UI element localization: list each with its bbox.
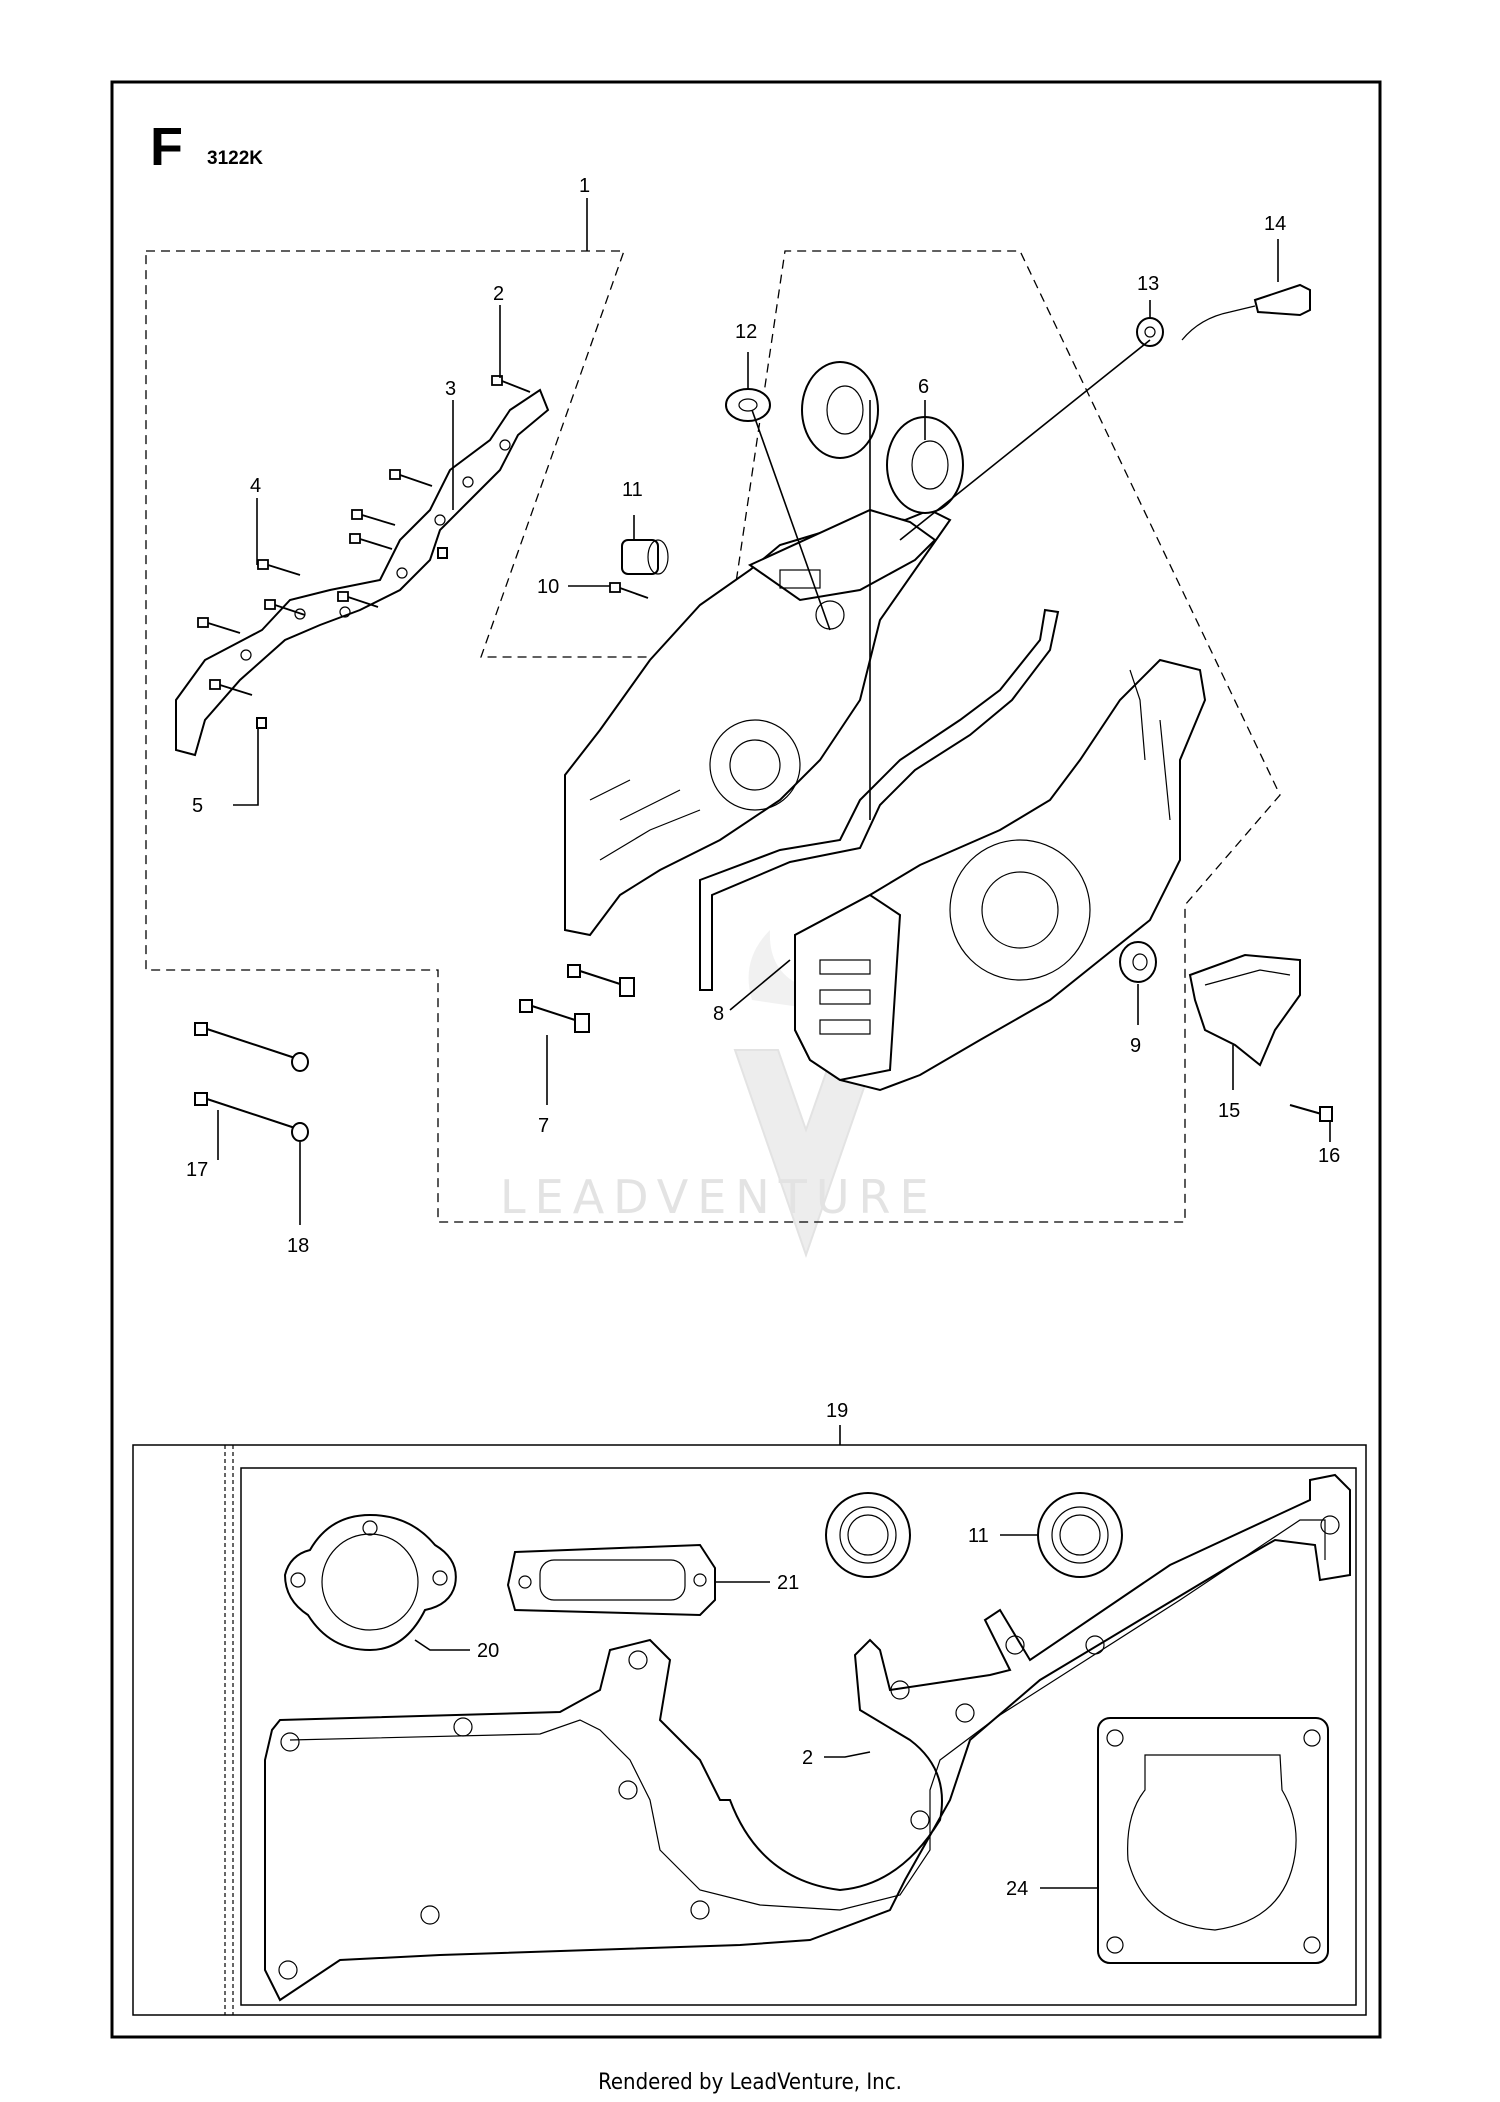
callout-11-kit: 11 (968, 1525, 989, 1547)
gasket-24-drawing (1097, 1717, 1329, 1964)
seal-13-drawing (1136, 317, 1164, 347)
callout-7: 7 (538, 1115, 549, 1137)
footer-credit: Rendered by LeadVenture, Inc. (598, 2070, 902, 2095)
callout-1: 1 (579, 175, 590, 197)
bolts-7-drawing (519, 964, 635, 1033)
callout-16: 16 (1318, 1145, 1340, 1167)
gasket-8-drawing (699, 608, 1060, 991)
callouts: 1 2 3 4 5 6 7 8 9 10 11 12 13 14 15 16 1… (186, 175, 1340, 1900)
callout-3: 3 (445, 378, 456, 400)
screw-10-drawing (609, 582, 649, 599)
group-outline-1 (145, 250, 1281, 1223)
callout-9: 9 (1130, 1035, 1141, 1057)
callout-15: 15 (1218, 1100, 1240, 1122)
crankcase-right-half-drawing (794, 658, 1207, 1092)
leader-2b (824, 1751, 871, 1758)
callout-19: 19 (826, 1400, 848, 1422)
callout-10: 10 (537, 576, 559, 598)
callout-17: 17 (186, 1159, 208, 1181)
nuts-5-drawing (256, 547, 448, 729)
callout-21: 21 (777, 1572, 799, 1594)
gasket-kit-19-drawing (132, 1444, 1367, 2016)
washers-18-drawing (291, 1052, 309, 1142)
leader-20 (414, 1639, 470, 1651)
callout-11: 11 (622, 479, 643, 501)
screw-16-drawing (1289, 1104, 1333, 1122)
callout-2-kit: 2 (802, 1747, 813, 1769)
callout-12: 12 (735, 321, 757, 343)
callout-18: 18 (287, 1235, 309, 1257)
section-letter: F (150, 117, 183, 177)
bolts-17-drawing (194, 1022, 296, 1129)
bearing-11-drawing (621, 539, 669, 575)
screw-2-drawing (491, 375, 531, 393)
callout-8: 8 (713, 1003, 724, 1025)
gasket-2-drawing (264, 1473, 1351, 2002)
gasket-3-drawing (175, 388, 550, 757)
seal-9-drawing (1119, 941, 1157, 983)
callout-14: 14 (1264, 213, 1286, 235)
watermark-text: LEADVENTURE (500, 1170, 938, 1224)
callout-2: 2 (493, 283, 504, 305)
bearings-6-drawing (801, 361, 964, 514)
outer-frame (110, 80, 1382, 2039)
callout-4: 4 (250, 475, 261, 497)
callout-5: 5 (192, 795, 203, 817)
leader-lines (217, 198, 1331, 1225)
plug-14-drawing (1181, 283, 1311, 341)
seals-11-drawing (825, 1492, 1123, 1578)
seal-12-drawing (725, 388, 771, 422)
callout-6: 6 (918, 376, 929, 398)
screws-4-drawing (197, 469, 433, 696)
bracket-15-drawing (1188, 953, 1301, 1067)
callout-13: 13 (1137, 273, 1159, 295)
callout-24: 24 (1006, 1878, 1028, 1900)
gasket-20-drawing (283, 1513, 457, 1652)
diagram-code: 3122K (207, 148, 263, 169)
gasket-21-drawing (506, 1543, 716, 1617)
crankcase-left-half-drawing (564, 508, 952, 937)
callout-20: 20 (477, 1640, 499, 1662)
